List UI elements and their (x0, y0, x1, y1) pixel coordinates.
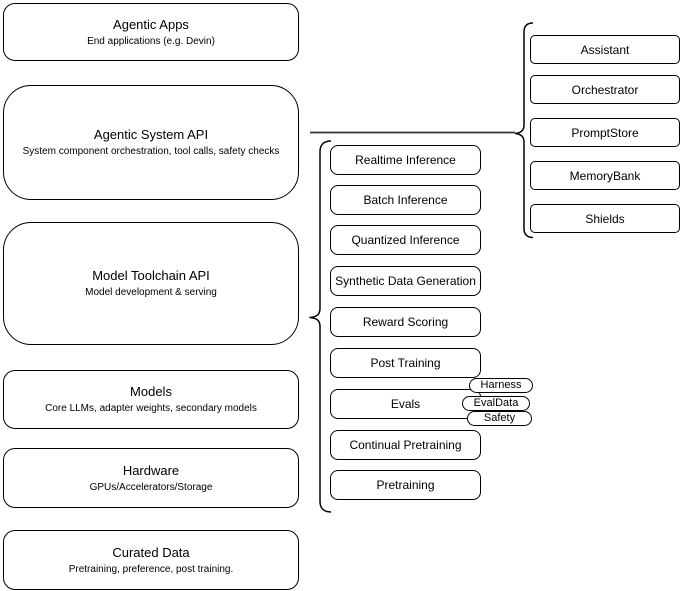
node-post-training: Post Training (330, 348, 481, 378)
node-label: Reward Scoring (362, 315, 449, 329)
node-label: MemoryBank (569, 168, 641, 183)
node-evals: Evals (330, 389, 481, 419)
node-title: Agentic Apps (113, 16, 189, 32)
node-label: Shields (585, 211, 625, 226)
node-subtitle: System component orchestration, tool cal… (22, 146, 280, 157)
system-components-brace (514, 22, 534, 239)
tag-label: Safety (483, 412, 516, 424)
node-orchestrator: Orchestrator (530, 75, 680, 104)
node-label: Quantized Inference (351, 233, 460, 247)
tag-label: EvalData (473, 397, 519, 409)
node-promptstore: PromptStore (530, 118, 680, 147)
node-label: Pretraining (376, 478, 435, 492)
tag-safety: Safety (467, 411, 532, 426)
node-label: Orchestrator (571, 82, 639, 97)
node-subtitle: Model development & serving (85, 287, 217, 298)
node-model-toolchain-api: Model Toolchain API Model development & … (3, 222, 299, 345)
node-label: Evals (390, 397, 421, 411)
node-agentic-system-api: Agentic System API System component orch… (3, 85, 299, 200)
tag-evaldata: EvalData (462, 396, 530, 411)
node-title: Model Toolchain API (92, 268, 210, 283)
node-subtitle: End applications (e.g. Devin) (87, 35, 215, 47)
tag-label: Harness (480, 379, 522, 391)
node-label: Post Training (370, 356, 441, 370)
node-pretraining: Pretraining (330, 470, 481, 500)
node-label: Continual Pretraining (349, 438, 462, 452)
node-title: Agentic System API (93, 127, 209, 142)
node-realtime-inference: Realtime Inference (330, 145, 481, 175)
node-quantized-inference: Quantized Inference (330, 225, 481, 255)
node-memorybank: MemoryBank (530, 161, 680, 190)
node-assistant: Assistant (530, 35, 680, 64)
node-label: PromptStore (571, 125, 639, 140)
node-batch-inference: Batch Inference (330, 185, 481, 215)
node-subtitle: Pretraining, preference, post training. (68, 563, 234, 575)
node-label: Realtime Inference (355, 153, 456, 167)
node-reward-scoring: Reward Scoring (330, 307, 481, 337)
toolchain-brace (309, 140, 332, 513)
node-title: Hardware (122, 462, 180, 478)
node-continual-pretraining: Continual Pretraining (330, 430, 481, 460)
node-label: Batch Inference (363, 193, 448, 207)
node-models: Models Core LLMs, adapter weights, secon… (3, 370, 299, 429)
node-agentic-apps: Agentic Apps End applications (e.g. Devi… (3, 3, 299, 61)
node-subtitle: GPUs/Accelerators/Storage (89, 481, 213, 493)
node-subtitle: Core LLMs, adapter weights, secondary mo… (45, 403, 257, 414)
tag-harness: Harness (469, 378, 533, 393)
node-label: Synthetic Data Generation (335, 274, 476, 288)
node-hardware: Hardware GPUs/Accelerators/Storage (3, 448, 299, 508)
node-label: Assistant (580, 42, 630, 57)
node-title: Curated Data (112, 544, 190, 560)
node-shields: Shields (530, 204, 680, 233)
node-title: Models (130, 384, 172, 399)
node-synthetic-data-generation: Synthetic Data Generation (330, 266, 481, 296)
node-curated-data: Curated Data Pretraining, preference, po… (3, 530, 299, 590)
